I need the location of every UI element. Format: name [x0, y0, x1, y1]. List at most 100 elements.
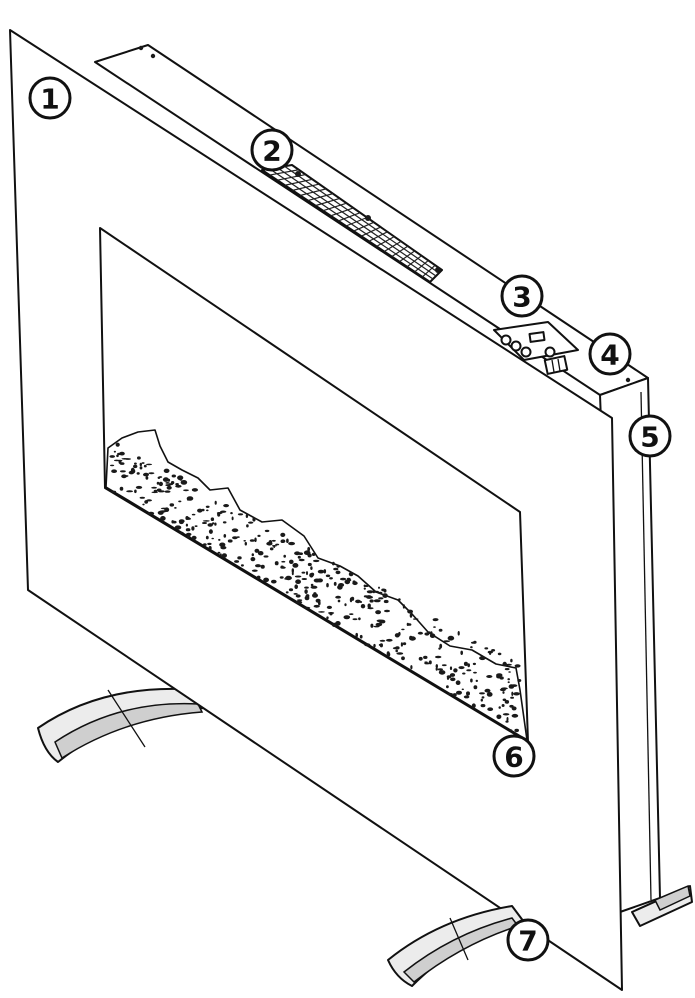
log-texture-speck [506, 717, 509, 722]
left-foot [37, 687, 206, 763]
log-texture-speck [243, 540, 246, 542]
log-texture-speck [280, 532, 286, 538]
log-texture-speck [423, 655, 428, 660]
log-texture-speck [446, 685, 449, 689]
log-texture-speck [473, 640, 477, 644]
log-texture-speck [511, 713, 519, 718]
callout-5: 5 [628, 414, 672, 458]
log-texture-speck [511, 691, 514, 696]
log-texture-speck [378, 597, 384, 600]
log-bed [105, 429, 528, 741]
log-texture-speck [212, 522, 215, 525]
log-texture-speck [412, 618, 419, 620]
log-texture-speck [223, 534, 227, 538]
log-texture-speck [186, 516, 190, 520]
log-texture-speck [378, 591, 383, 595]
log-texture-speck [358, 617, 361, 621]
log-texture-speck [318, 611, 325, 613]
log-texture-speck [294, 575, 302, 578]
log-texture-speck [402, 642, 407, 646]
log-texture-speck [175, 483, 179, 486]
log-texture-speck [484, 688, 491, 693]
log-texture-speck [323, 569, 327, 574]
log-texture-speck [217, 512, 221, 517]
log-texture-speck [480, 704, 486, 708]
log-texture-speck [202, 520, 210, 522]
log-texture-speck [251, 553, 254, 557]
log-texture-speck [144, 500, 149, 504]
log-texture-speck [463, 695, 470, 699]
log-texture-speck [301, 571, 306, 574]
callout-1: 1 [28, 76, 72, 120]
screw-hole [150, 53, 156, 59]
grille-rail [269, 168, 434, 280]
log-texture-speck [484, 647, 489, 650]
log-texture-speck [295, 594, 301, 598]
log-texture-speck [283, 554, 287, 558]
log-texture-speck [134, 489, 137, 494]
log-texture-speck [462, 672, 466, 675]
log-texture-speck [174, 525, 182, 530]
log-texture-speck [316, 600, 321, 603]
log-texture-speck [266, 541, 273, 546]
log-texture-speck [340, 577, 347, 581]
log-texture-speck [335, 621, 341, 626]
log-texture-speck [119, 470, 126, 473]
log-texture-speck [237, 513, 244, 516]
log-texture-speck [456, 690, 462, 695]
log-texture-speck [110, 464, 115, 467]
log-texture-speck [435, 664, 438, 669]
log-texture-speck [168, 483, 174, 486]
log-texture-speck [504, 668, 510, 671]
log-texture-speck [202, 543, 207, 546]
log-texture-speck [501, 704, 505, 707]
log-texture-speck [455, 680, 461, 685]
log-texture-speck [311, 552, 316, 557]
callout-3: 3 [500, 274, 544, 318]
log-texture-speck [231, 516, 234, 521]
log-texture-speck [177, 475, 184, 481]
log-texture-speck [409, 636, 416, 641]
log-texture-speck [279, 576, 284, 579]
log-texture-speck [486, 692, 493, 697]
log-texture-speck [186, 496, 194, 501]
log-texture-speck [250, 557, 256, 562]
log-texture-speck [496, 675, 502, 679]
log-texture-speck [111, 469, 117, 474]
log-texture-speck [502, 713, 510, 716]
log-texture-speck [510, 684, 518, 687]
log-texture-speck [369, 599, 374, 603]
log-texture-speck [326, 616, 329, 620]
log-texture-speck [157, 476, 161, 479]
log-texture-speck [156, 488, 162, 492]
log-texture-speck [326, 583, 329, 588]
log-texture-speck [409, 613, 413, 618]
log-texture-speck [133, 464, 138, 469]
log-texture-speck [130, 467, 135, 473]
log-texture-speck [304, 589, 308, 594]
log-texture-speck [119, 486, 124, 491]
log-texture-speck [169, 503, 175, 507]
log-texture-speck [438, 628, 443, 632]
log-texture-speck [418, 656, 423, 661]
log-texture-speck [325, 574, 331, 578]
log-texture-speck [467, 663, 471, 668]
log-texture-speck [180, 480, 188, 485]
log-texture-speck [156, 481, 160, 485]
log-texture-speck [480, 698, 483, 702]
log-texture-speck [401, 656, 405, 661]
log-texture-speck [449, 666, 453, 670]
log-texture-speck [337, 584, 343, 590]
log-texture-speck [260, 564, 265, 569]
log-texture-speck [510, 658, 513, 663]
log-texture-speck [348, 572, 354, 577]
log-texture-speck [271, 545, 277, 547]
log-texture-speck [157, 510, 164, 515]
log-texture-speck [143, 472, 149, 477]
log-texture-speck [218, 538, 221, 541]
log-texture-speck [205, 535, 209, 540]
log-texture-speck [124, 458, 131, 460]
log-texture-speck [185, 532, 192, 536]
log-texture-speck [293, 593, 298, 595]
log-texture-speck [171, 520, 174, 524]
